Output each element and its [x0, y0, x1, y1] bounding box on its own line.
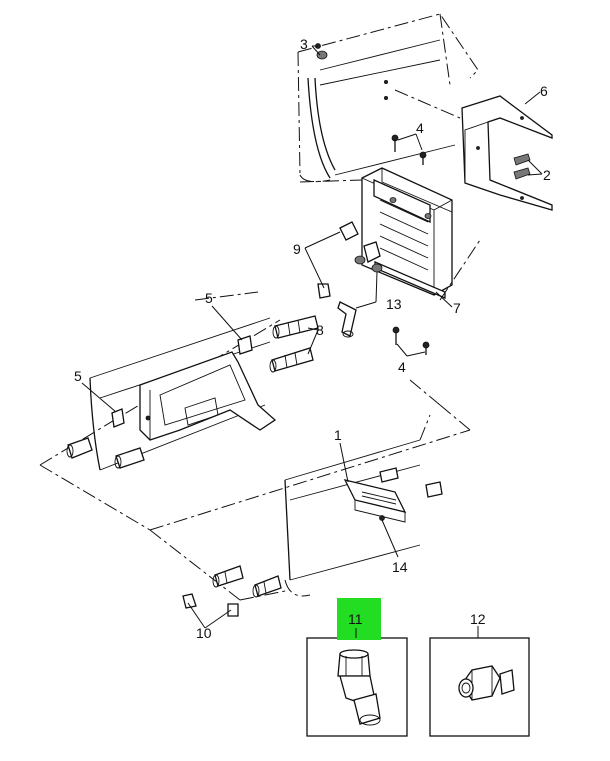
callout-13: 13: [386, 296, 402, 312]
callout-3: 3: [300, 36, 308, 52]
callout-1: 1: [334, 427, 342, 443]
lower-frame-rail: [149, 414, 431, 601]
callout-2: 2: [543, 167, 551, 183]
callout-5-lower: 5: [74, 368, 82, 384]
elbow-item-13: [337, 301, 357, 338]
callout-5-upper: 5: [205, 290, 213, 306]
bracket-item-6: [461, 95, 553, 211]
callout-6: 6: [540, 83, 548, 99]
leader-lines: [81, 45, 543, 638]
detail-box-item-11: [306, 637, 408, 737]
sleeves-right: [379, 467, 443, 498]
callout-10: 10: [196, 625, 212, 641]
screws-item-4-lower: [392, 326, 430, 355]
elbow-fittings-item-9: [317, 221, 383, 299]
screws-item-4-upper: [391, 134, 427, 165]
left-crossmember: [39, 291, 471, 531]
callout-11: 11: [348, 611, 363, 627]
sleeves-left: [66, 437, 145, 469]
bracket-plate-item-1: [343, 479, 407, 523]
callout-8: 8: [316, 322, 324, 338]
fittings-item-10: [182, 593, 239, 617]
lower-connectors: [212, 565, 282, 598]
callout-14: 14: [392, 559, 408, 575]
connectors-item-8: [269, 315, 319, 373]
cooler-item-7: [299, 167, 481, 301]
callout-4-upper: 4: [416, 120, 424, 136]
callout-9: 9: [293, 241, 301, 257]
upper-frame-rail: [297, 13, 479, 183]
detail-box-item-12: [429, 637, 530, 737]
bolts-item-2: [513, 153, 531, 180]
callout-4-lower: 4: [398, 359, 406, 375]
callout-labels: 3 6 4 2 9 5 7 13 8 4 5 1 14 10 11 12: [74, 36, 551, 641]
callout-7: 7: [453, 300, 461, 316]
callout-12: 12: [470, 611, 486, 627]
callout-11-highlight: [337, 598, 381, 640]
